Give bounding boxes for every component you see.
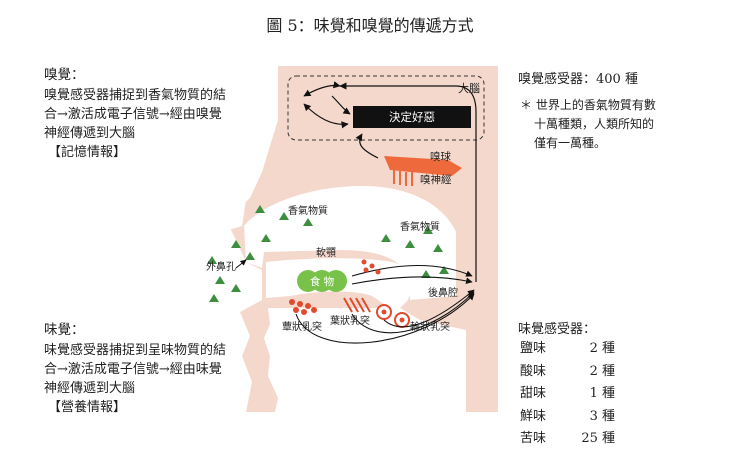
food: [297, 270, 347, 292]
food-label: 食 物: [310, 275, 334, 288]
brain-arrow: [331, 95, 351, 115]
smell-line: 嗅覺感受器捕捉到香氣物質的結: [44, 88, 227, 103]
smell-heading: 嗅覺：: [44, 67, 85, 83]
note-line: ＊ 世界上的香氣物質有數: [520, 98, 656, 112]
taste-heading: 味覺：: [44, 322, 85, 338]
signal-path: [339, 82, 477, 282]
note-line: 僅有一萬種。: [534, 136, 607, 150]
taste-tag: 【營養情報】: [48, 400, 127, 415]
nasal-cavity: [244, 186, 456, 300]
taste-receptor-label: 味覺感受器：: [518, 322, 597, 337]
nostril-arrow: [235, 259, 247, 269]
olfactory-nerve-fibers: [393, 170, 413, 186]
nostril-label: 外鼻孔: [206, 260, 236, 273]
taste-line: 合→激活成電子信號→經由味覺: [44, 362, 222, 377]
brain-label: 大腦: [458, 81, 480, 95]
taste-count: 2 種: [589, 341, 615, 356]
taste-line: 神經傳遞到大腦: [44, 381, 136, 396]
taste-name: 酸味: [520, 363, 547, 379]
taste-count: 1 種: [589, 386, 615, 401]
taste-receptor-row: 鹽味 2 種: [520, 338, 615, 361]
taste-count: 25 種: [581, 431, 615, 446]
soft-palate-label: 軟顎: [316, 246, 336, 259]
taste-receptor-row: 鮮味 3 種: [520, 406, 615, 429]
smell-line: 神經傳遞到大腦: [44, 126, 136, 141]
taste-count: 2 種: [589, 363, 615, 379]
foliate-label: 葉狀乳突: [330, 314, 370, 327]
smell-line: 合→激活成電子信號→經由嗅覺: [44, 107, 222, 122]
fungiform-dots-upper: [361, 259, 381, 275]
aroma-label-top: 香氣物質: [288, 204, 328, 217]
taste-receptor-row: 酸味 2 種: [520, 361, 615, 384]
bulb-to-brain: [355, 133, 379, 159]
taste-signal-arrows: [295, 289, 475, 344]
taste-receptor-row: 甜味 1 種: [520, 383, 615, 406]
fungiform-papillae: [289, 299, 317, 315]
brain-arrow: [303, 81, 341, 97]
olfactory-bulb: [384, 156, 462, 176]
brain-arrow: [303, 103, 349, 129]
decision-box: [353, 106, 471, 128]
decision-label: 決定好惡: [389, 110, 435, 124]
taste-description: 味覺： 味覺感受器捕捉到呈味物質的結 合→激活成電子信號→經由味覺 神經傳遞到大…: [44, 321, 226, 417]
retronasal-arrows: [351, 264, 473, 285]
olfactory-note: ＊ 世界上的香氣物質有數 十萬種類，人類所知的 僅有一萬種。: [520, 96, 656, 153]
note-line: 十萬種類，人類所知的: [534, 117, 655, 131]
figure-title: 圖 5：味覺和嗅覺的傳遞方式: [266, 16, 474, 35]
taste-name: 鹽味: [520, 341, 547, 356]
taste-name: 甜味: [520, 386, 547, 401]
aroma-label-right: 香氣物質: [400, 220, 440, 233]
smell-tag: 【記憶情報】: [48, 145, 127, 160]
fungiform-label: 蕈狀乳突: [282, 320, 322, 333]
taste-receptor-row: 苦味 25 種: [520, 428, 615, 451]
taste-name: 苦味: [520, 431, 547, 446]
aroma-molecules: [207, 205, 449, 302]
posterior-nasal-label: 後鼻腔: [428, 286, 458, 299]
olfactory-receptor-label: 嗅覺感受器：400 種: [518, 72, 638, 87]
taste-count: 3 種: [589, 408, 615, 424]
taste-line: 味覺感受器捕捉到呈味物質的結: [44, 343, 227, 358]
taste-receptor-list: 鹽味 2 種 酸味 2 種 甜味 1 種 鮮味 3 種 苦味 25 種: [520, 338, 615, 451]
nose-gap: [222, 200, 246, 232]
olfactory-nerve-label: 嗅神經: [420, 173, 452, 186]
taste-name: 鮮味: [520, 408, 547, 424]
olfactory-bulb-label: 嗅球: [430, 150, 451, 163]
smell-description: 嗅覺： 嗅覺感受器捕捉到香氣物質的結 合→激活成電子信號→經由嗅覺 神經傳遞到大…: [44, 66, 226, 162]
foliate-papillae: [343, 297, 371, 313]
brain-region: [287, 75, 485, 141]
